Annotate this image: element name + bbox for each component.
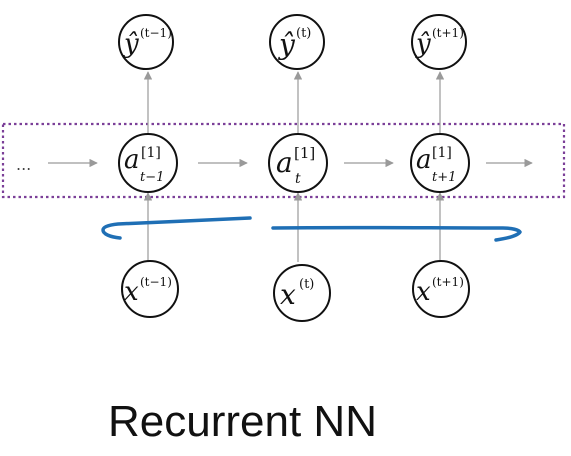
svg-text:(t+1): (t+1) — [432, 275, 464, 289]
svg-text:[1]: [1] — [141, 145, 161, 161]
svg-text:a: a — [124, 145, 140, 175]
svg-text:[1]: [1] — [432, 145, 452, 161]
hand-drawn-right-arrow — [271, 225, 522, 242]
svg-text:x: x — [124, 277, 139, 307]
svg-text:t−1: t−1 — [140, 170, 164, 185]
svg-text:x: x — [280, 278, 296, 311]
svg-text:(t−1): (t−1) — [140, 26, 172, 40]
svg-text:t+1: t+1 — [432, 170, 456, 185]
diagram-title: Recurrent NN — [108, 397, 377, 446]
node-activation-2: a [1] t — [268, 133, 328, 193]
node-input-2: x (t) — [273, 264, 331, 322]
svg-text:(t+1): (t+1) — [432, 26, 464, 40]
svg-text:ŷ: ŷ — [123, 29, 139, 59]
svg-text:ŷ: ŷ — [415, 29, 431, 59]
node-output-2: ŷ (t) — [269, 14, 325, 70]
svg-text:a: a — [276, 146, 293, 179]
svg-text:a: a — [416, 145, 432, 175]
node-input-1: x (t−1) — [121, 260, 179, 318]
node-input-3: x (t+1) — [412, 260, 470, 318]
hidden-layer-box — [1, 122, 566, 199]
svg-text:(t−1): (t−1) — [140, 275, 172, 289]
hand-drawn-left-arrow — [101, 216, 252, 240]
node-activation-1: a [1] t−1 — [118, 133, 178, 193]
ellipsis: ... — [16, 155, 31, 174]
node-output-1: ŷ (t−1) — [118, 14, 174, 70]
node-output-3: ŷ (t+1) — [411, 14, 467, 70]
node-activation-3: a [1] t+1 — [410, 133, 470, 193]
svg-text:x: x — [416, 277, 431, 307]
svg-text:t: t — [295, 171, 301, 187]
svg-text:(t): (t) — [296, 26, 311, 41]
svg-text:ŷ: ŷ — [277, 28, 296, 61]
svg-text:(t): (t) — [299, 277, 314, 292]
svg-text:[1]: [1] — [294, 144, 315, 162]
